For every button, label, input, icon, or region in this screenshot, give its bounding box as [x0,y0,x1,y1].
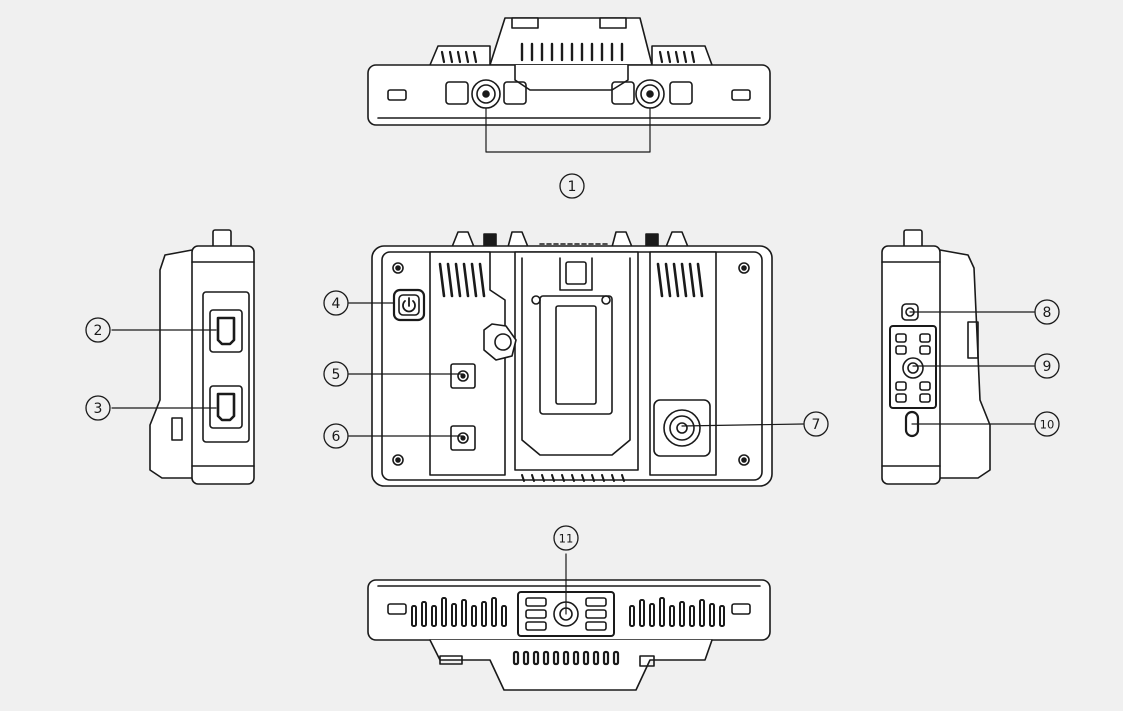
leader-lines [111,302,1035,615]
callout-8-label: 8 [1043,305,1052,321]
callout-2: 2 [85,317,111,343]
callout-7-label: 7 [812,417,821,433]
callout-10: 10 [1034,411,1060,437]
callout-2-label: 2 [94,323,103,339]
right-side-view [881,229,991,485]
rear-view [371,231,773,487]
callout-10-label: 10 [1040,418,1055,432]
callout-5: 5 [323,361,349,387]
callout-4: 4 [323,290,349,316]
callout-3: 3 [85,395,111,421]
callout-9: 9 [1034,353,1060,379]
callout-8: 8 [1034,299,1060,325]
callout-1: 1 [559,173,585,199]
callout-11-label: 11 [559,532,574,546]
callout-4-label: 4 [332,296,341,312]
callout-6-label: 6 [332,429,341,445]
top-view [367,17,771,153]
callout-5-label: 5 [332,367,341,383]
callout-3-label: 3 [94,401,103,417]
callout-11: 11 [553,525,579,551]
callout-6: 6 [323,423,349,449]
callout-9-label: 9 [1043,359,1052,375]
callout-1-label: 1 [568,179,577,195]
callout-7: 7 [803,411,829,437]
bottom-view [367,579,771,691]
left-side-view [149,229,255,485]
